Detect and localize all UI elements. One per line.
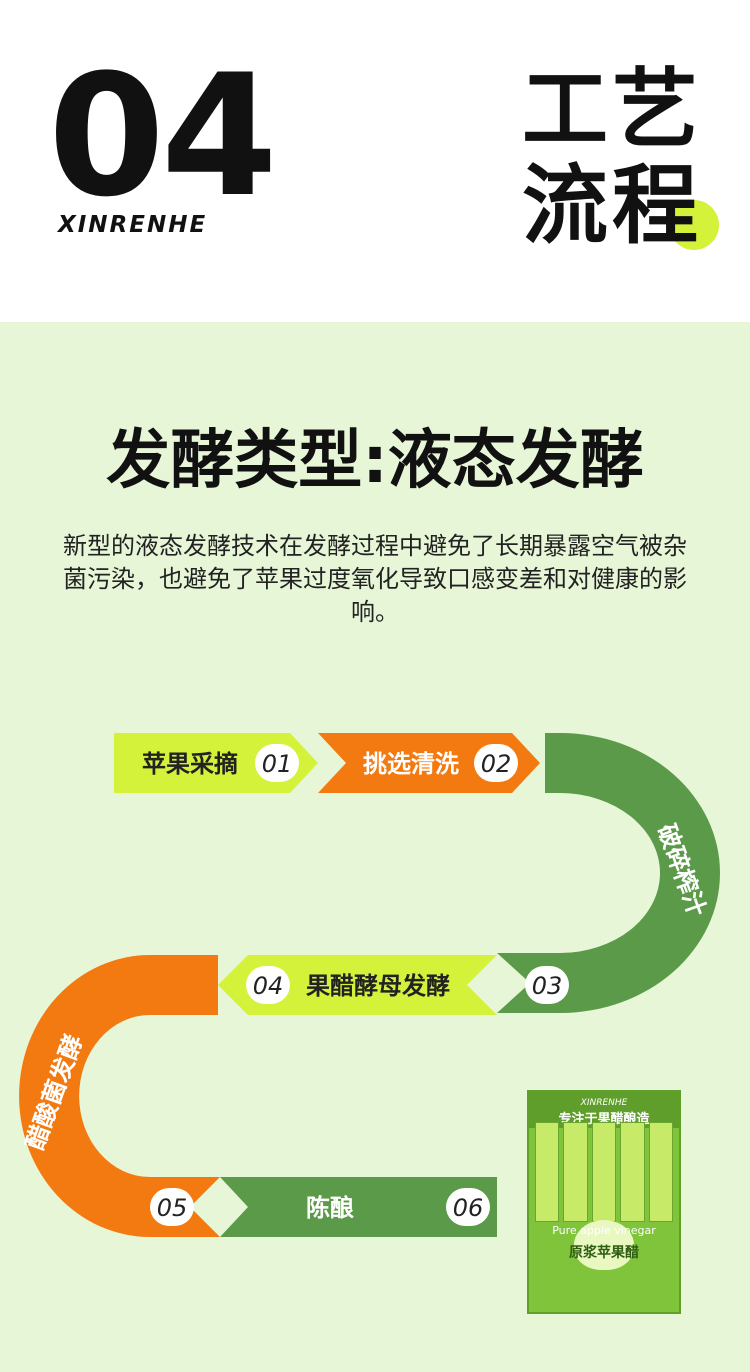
step-02-label: 挑选清洗 [363, 750, 459, 778]
section-heading: 发酵类型:液态发酵 [106, 424, 644, 498]
step-06-arrow [220, 1177, 497, 1237]
step-04-arrow [218, 955, 497, 1015]
title-line-2: 流程 [522, 156, 702, 256]
step-06-label: 陈酿 [306, 1194, 354, 1222]
badge-03 [525, 966, 569, 1004]
apple-icon [574, 1220, 634, 1270]
brand-name: XINRENHE [58, 212, 208, 238]
step-06-num: 06 [453, 1194, 484, 1222]
product-sticks [535, 1122, 674, 1222]
product-name-en: Pure apple vinegar [552, 1224, 656, 1237]
badge-01 [255, 744, 299, 782]
product-stick [591, 1122, 617, 1222]
product-brand: XINRENHE [580, 1098, 628, 1108]
product-stick [563, 1122, 588, 1222]
step-04-label: 果醋酵母发酵 [306, 972, 450, 1000]
step-05-num: 05 [157, 1194, 188, 1222]
step-03-num: 03 [532, 972, 563, 1000]
section-description: 新型的液态发酵技术在发酵过程中避免了长期暴露空气被杂菌污染，也避免了苹果过度氧化… [63, 532, 687, 626]
badge-02 [474, 744, 518, 782]
step-01-label: 苹果采摘 [142, 750, 238, 778]
step-02-num: 02 [481, 750, 512, 778]
product-stick [648, 1122, 674, 1222]
badge-04 [246, 966, 290, 1004]
badge-06 [446, 1188, 490, 1226]
badge-05 [150, 1188, 194, 1226]
section-number: 04 [48, 38, 278, 234]
arc-acetic-fermentation [19, 955, 220, 1237]
step-04-num: 04 [253, 972, 284, 1000]
title-accent-dot [669, 200, 719, 250]
header: 04 XINRENHE 工艺 流程 [0, 0, 750, 322]
step-01-num: 01 [262, 750, 293, 778]
product-name-cn: 原浆苹果醋 [569, 1245, 639, 1261]
product-stick [535, 1122, 560, 1222]
arc-crush-juice [497, 733, 720, 1013]
product-image: XINRENHE 专注于果醋酿造 Pure apple vinegar 原浆苹果… [527, 1090, 681, 1314]
title-line-1: 工艺 [522, 60, 702, 160]
product-stick [620, 1122, 645, 1222]
